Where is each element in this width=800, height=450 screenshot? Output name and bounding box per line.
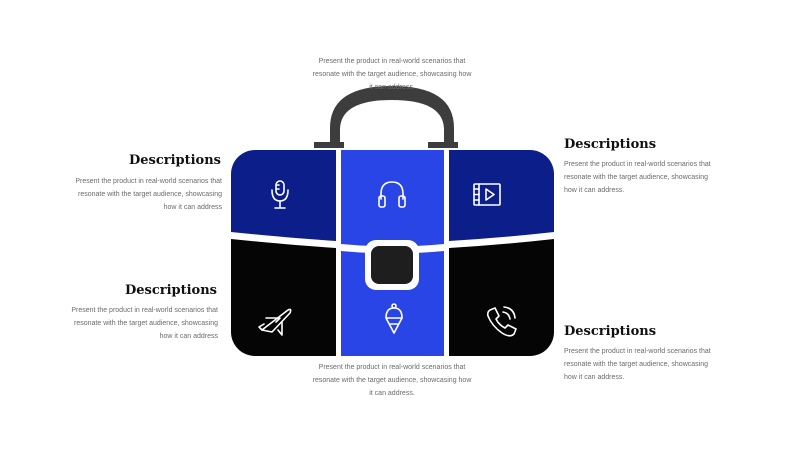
microphone-icon <box>271 180 289 209</box>
airplane-icon <box>258 308 292 336</box>
left-bottom-title: Descriptions <box>124 283 217 298</box>
left-top-description: Present the product in real-world scenar… <box>75 178 222 211</box>
right-top-title: Descriptions <box>564 137 657 152</box>
clasp <box>371 246 413 284</box>
handle-mount-right <box>428 142 458 148</box>
video-icon <box>473 183 501 206</box>
panel-top-left <box>231 150 336 241</box>
top-description: Present the product in real-world scenar… <box>312 58 472 91</box>
right-bottom-description: Present the product in real-world scenar… <box>564 348 711 381</box>
panel-bottom-right <box>449 239 554 356</box>
right-bottom-title: Descriptions <box>564 324 657 339</box>
headphones-icon <box>378 181 406 208</box>
handle-mount-left <box>314 142 344 148</box>
bottom-description: Present the product in real-world scenar… <box>312 364 472 397</box>
briefcase-handle <box>330 86 454 146</box>
left-top-title: Descriptions <box>128 153 221 168</box>
panel-top-right <box>449 150 554 241</box>
left-bottom-description: Present the product in real-world scenar… <box>71 307 218 340</box>
phone-icon <box>486 306 517 337</box>
panel-bottom-left <box>231 239 336 356</box>
right-top-description: Present the product in real-world scenar… <box>564 161 711 194</box>
ice-cream-icon <box>385 303 403 334</box>
